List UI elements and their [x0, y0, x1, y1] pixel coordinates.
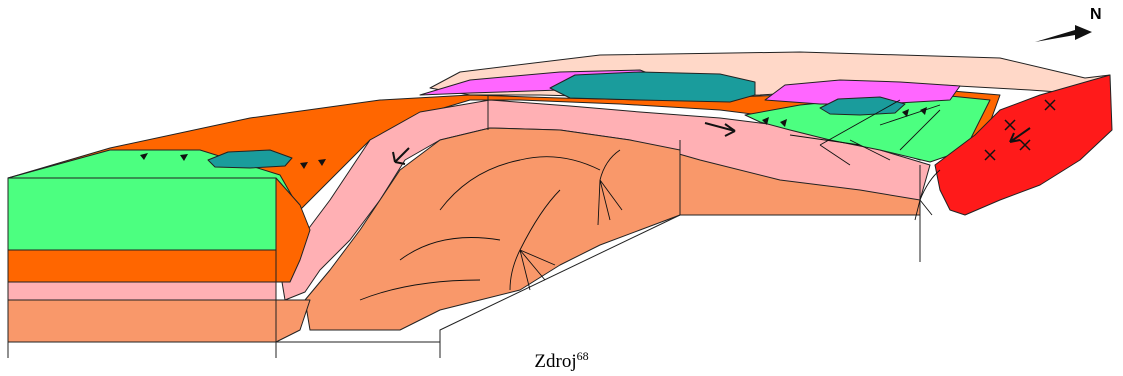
source-caption: Zdroj68: [0, 349, 1123, 373]
north-label: N: [1090, 6, 1102, 24]
pink-layer: [8, 282, 276, 300]
salmon-layer: [8, 300, 276, 342]
caption-superscript: 68: [577, 349, 589, 363]
orange-layer: [8, 250, 276, 282]
left-front-bottom: [276, 300, 310, 342]
caption-text: Zdroj: [534, 351, 576, 372]
north-arrow-icon: [1035, 25, 1092, 42]
green-layer: [8, 178, 276, 250]
teal-klippe-center: [550, 72, 755, 102]
